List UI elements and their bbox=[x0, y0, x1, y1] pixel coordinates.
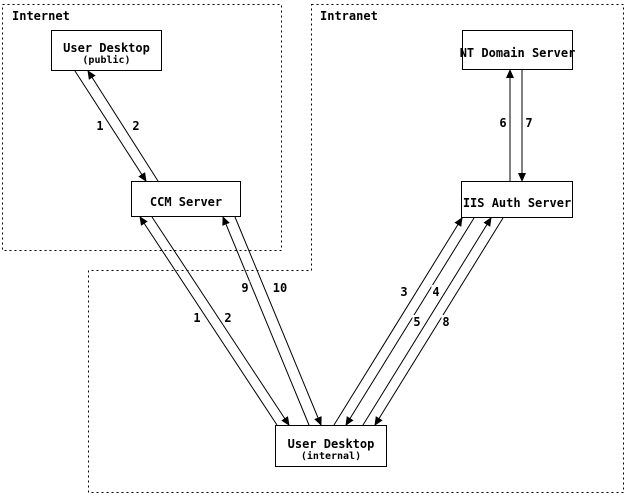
node-nt-domain-server: NT Domain Server bbox=[459, 30, 576, 70]
flow-arrow-9-internal-desktop-to-ccm bbox=[222, 216, 310, 426]
node-iis-auth-server: IIS Auth Server bbox=[461, 181, 573, 218]
internet-region-border bbox=[2, 4, 282, 251]
flow-step-label-1-public: 1 bbox=[95, 119, 105, 133]
node-ccm-server: CCM Server bbox=[131, 181, 241, 217]
flow-arrow-8-iis-to-internal-desktop bbox=[374, 217, 504, 426]
flow-step-label-2-internal: 2 bbox=[223, 311, 233, 325]
node-ccm-server-title: CCM Server bbox=[149, 195, 223, 209]
flow-step-label-4: 4 bbox=[431, 285, 441, 299]
flow-step-label-7: 7 bbox=[524, 116, 534, 130]
flow-step-label-8: 8 bbox=[441, 315, 451, 329]
flow-arrow-2-ccm-to-internal-desktop bbox=[151, 216, 290, 426]
flow-arrow-1-public-desktop-to-ccm bbox=[74, 70, 147, 182]
flow-arrow-10-ccm-to-internal-desktop bbox=[234, 216, 322, 426]
node-iis-auth-server-title: IIS Auth Server bbox=[462, 195, 572, 210]
flow-step-label-9: 9 bbox=[240, 281, 250, 295]
node-user-desktop-public-subtitle: (public) bbox=[82, 55, 131, 66]
flow-step-label-5: 5 bbox=[412, 315, 422, 329]
node-user-desktop-internal: User Desktop (internal) bbox=[275, 425, 387, 467]
node-user-desktop-internal-subtitle: (internal) bbox=[300, 450, 362, 462]
flow-step-label-3: 3 bbox=[399, 285, 409, 299]
flow-arrow-3-internal-desktop-to-iis bbox=[333, 217, 463, 426]
flow-step-label-1-internal: 1 bbox=[192, 311, 202, 325]
flow-arrow-5-internal-desktop-to-iis bbox=[362, 217, 492, 426]
flow-arrow-4-iis-to-internal-desktop bbox=[345, 217, 475, 426]
internet-region-label: Internet bbox=[12, 9, 70, 23]
flow-step-label-2-public: 2 bbox=[131, 119, 141, 133]
flow-step-label-10: 10 bbox=[271, 281, 289, 295]
flow-step-label-6: 6 bbox=[498, 116, 508, 130]
flow-arrow-1-internal-desktop-to-ccm bbox=[139, 216, 278, 426]
node-user-desktop-internal-title: User Desktop bbox=[287, 436, 375, 451]
node-user-desktop-public-title: User Desktop bbox=[63, 41, 150, 55]
intranet-region-border bbox=[88, 4, 624, 493]
flow-arrow-2-ccm-to-public-desktop bbox=[87, 70, 159, 182]
node-nt-domain-server-title: NT Domain Server bbox=[459, 46, 576, 60]
node-user-desktop-public: User Desktop (public) bbox=[51, 30, 162, 71]
intranet-region-label: Intranet bbox=[320, 9, 378, 23]
